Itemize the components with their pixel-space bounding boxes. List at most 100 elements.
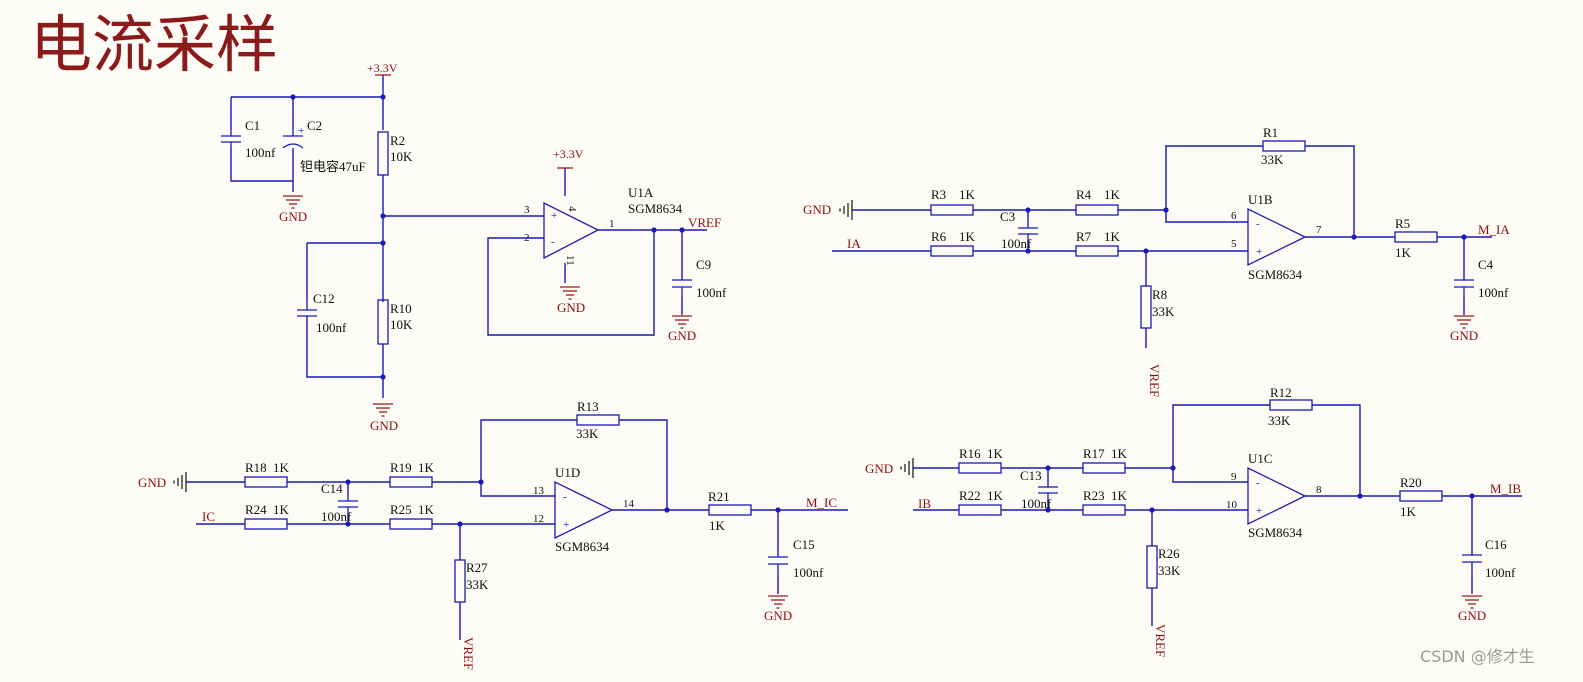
resistor-r8 [1140, 285, 1152, 329]
u1a-ref: U1A [628, 185, 654, 200]
gnd-label-c4: GND [1450, 328, 1478, 343]
resistor-r19 [389, 476, 433, 488]
r6-value: 1K [959, 229, 976, 244]
c12-ref: C12 [313, 291, 335, 306]
r23-value: 1K [1111, 488, 1128, 503]
mib-net-label: M_IB [1490, 481, 1521, 496]
u1b-plus-mark: + [1256, 246, 1262, 258]
r2-ref: R2 [390, 133, 405, 148]
u1c-value: SGM8634 [1248, 525, 1303, 540]
capacitor-c3 [1018, 222, 1038, 240]
u1c-pin9: 9 [1231, 471, 1237, 483]
r12-value: 33K [1268, 413, 1291, 428]
ground-symbol-c4 [1453, 315, 1475, 329]
resistor-r26 [1146, 545, 1158, 589]
r21-ref: R21 [708, 489, 730, 504]
ib-amplifier-circuit: GND IB R16 1K R17 1K R22 1K R23 1K C13 1… [865, 385, 1522, 657]
u1a-pin1: 1 [609, 218, 615, 230]
r5-ref: R5 [1395, 216, 1410, 231]
u1d-value: SGM8634 [555, 539, 610, 554]
ic-amplifier-circuit: GND IC R18 1K R19 1K R24 1K R25 1K C14 1… [138, 399, 848, 670]
r23-ref: R23 [1083, 488, 1105, 503]
r22-ref: R22 [959, 488, 981, 503]
r17-ref: R17 [1083, 446, 1105, 461]
r25-ref: R25 [390, 502, 412, 517]
u1d-pin14: 14 [623, 498, 635, 510]
r25-value: 1K [418, 502, 435, 517]
u1b-minus-mark: - [1256, 218, 1260, 230]
capacitor-c1 [221, 130, 241, 148]
vref-label-r8: VREF [1147, 364, 1162, 397]
u1a-pin4: 4 [566, 206, 578, 212]
u1c-ref: U1C [1248, 451, 1273, 466]
r16-value: 1K [987, 446, 1004, 461]
r2-value: 10K [390, 149, 413, 164]
resistor-r22 [958, 504, 1002, 516]
c2-plus-mark: + [298, 125, 304, 137]
r19-value: 1K [418, 460, 435, 475]
resistor-r17 [1082, 462, 1126, 474]
r12-ref: R12 [1270, 385, 1292, 400]
u1a-plus-mark: + [551, 210, 557, 222]
r27-value: 33K [466, 577, 489, 592]
r18-value: 1K [273, 460, 290, 475]
c1-ref: C1 [245, 118, 260, 133]
resistor-r16 [958, 462, 1002, 474]
r18-ref: R18 [245, 460, 267, 475]
r20-value: 1K [1400, 504, 1417, 519]
r3-value: 1K [959, 187, 976, 202]
opamp-u1d [554, 480, 614, 540]
gnd-label-c16: GND [1458, 608, 1486, 623]
u1d-ref: U1D [555, 465, 580, 480]
u1a-pin3: 3 [524, 204, 530, 216]
vref-label-r27: VREF [461, 637, 476, 670]
capacitor-c16 [1462, 554, 1482, 573]
u1a-pin2: 2 [524, 232, 530, 244]
resistor-r12 [1269, 399, 1313, 411]
gnd-label-ib: GND [865, 461, 893, 476]
r7-value: 1K [1104, 229, 1121, 244]
r1-value: 33K [1261, 152, 1284, 167]
vref-label-r26: VREF [1153, 624, 1168, 657]
r26-value: 33K [1158, 563, 1181, 578]
c4-value: 100nf [1478, 285, 1509, 300]
ia-net-label: IA [847, 236, 861, 251]
u1c-minus-mark: - [1256, 477, 1260, 489]
c3-ref: C3 [1000, 209, 1015, 224]
mia-net-label: M_IA [1478, 222, 1510, 237]
ground-symbol-vref [372, 403, 394, 417]
u1c-pin8: 8 [1316, 484, 1322, 496]
ground-symbol-c2 [282, 195, 304, 209]
resistor-r20 [1399, 490, 1443, 502]
ground-symbol-u1a [559, 286, 581, 300]
ia-amplifier-circuit: GND IA R3 1K R4 1K R6 1K R7 1K C3 100nf … [803, 125, 1510, 397]
r13-ref: R13 [577, 399, 599, 414]
resistor-r13 [576, 414, 620, 426]
c15-ref: C15 [793, 537, 815, 552]
c2-ref: C2 [307, 118, 322, 133]
resistor-r4 [1075, 204, 1119, 216]
gnd-label-c9: GND [668, 328, 696, 343]
u1a-pin11: 11 [564, 255, 576, 266]
u1b-pin7: 7 [1316, 224, 1322, 236]
u1c-pin10: 10 [1226, 499, 1238, 511]
u1d-pin12: 12 [533, 513, 544, 525]
c1-value: 100nf [245, 145, 276, 160]
r13-value: 33K [576, 426, 599, 441]
ground-symbol-c16 [1461, 595, 1483, 609]
watermark: CSDN @修才生 [1420, 647, 1535, 666]
vref-circuit: C1 100nf + C2 钽电容47uF GND +3.3V R2 10K R… [221, 61, 727, 433]
r1-ref: R1 [1263, 125, 1278, 140]
r10-ref: R10 [390, 301, 412, 316]
power-label-u1a: +3.3V [553, 147, 584, 161]
resistor-r24 [244, 518, 288, 530]
resistor-r2 [377, 131, 389, 176]
ic-net-label: IC [202, 509, 215, 524]
capacitor-c13 [1038, 481, 1058, 499]
c9-value: 100nf [696, 285, 727, 300]
capacitor-c12 [297, 300, 317, 317]
opamp-u1b [1247, 207, 1307, 267]
capacitor-c15 [768, 556, 788, 575]
resistor-r6 [930, 245, 974, 257]
